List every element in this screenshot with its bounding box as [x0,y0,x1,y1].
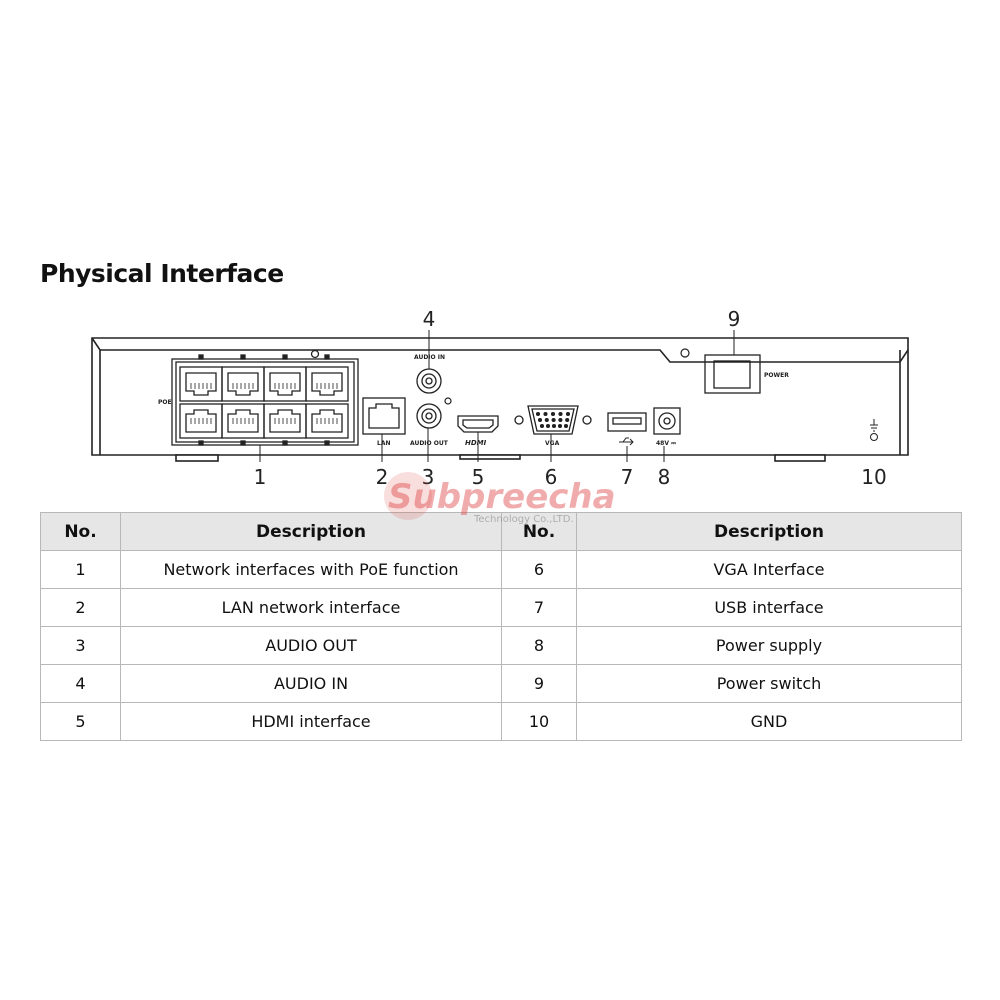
vga-port [514,405,592,435]
lan-port [362,397,406,435]
vga-pin [545,423,551,429]
table-header-row: No. Description No. Description [40,512,962,551]
vga-pin [565,411,571,417]
power-switch [704,354,761,394]
table-row: 5 HDMI interface 10 GND [40,702,962,741]
callout-5: 5 [472,465,485,489]
vga-pin [535,411,541,417]
table-row: 3 AUDIO OUT 8 Power supply [40,626,962,665]
header-description-left: Description [120,512,502,551]
vga-pin [551,423,557,429]
port-led [198,354,204,360]
callout-7: 7 [621,465,634,489]
callout-8: 8 [658,465,671,489]
row-number: 9 [501,664,577,703]
vga-pin [563,423,569,429]
row-description: LAN network interface [120,588,502,627]
poe-label: POE [158,399,172,406]
row-number: 10 [501,702,577,741]
audio-out-label: AUDIO OUT [410,440,449,447]
row-number: 2 [40,588,121,627]
header-no-left: No. [40,512,121,551]
row-description: GND [576,702,962,741]
callout-9: 9 [728,307,741,331]
usb-icon [619,437,634,446]
poe-port [305,403,349,439]
row-number: 5 [40,702,121,741]
row-description: VGA Interface [576,550,962,589]
table-row: 4 AUDIO IN 9 Power switch [40,664,962,703]
poe-port [179,403,223,439]
poe-port [221,366,265,402]
poe-port [263,366,307,402]
lan-label: LAN [377,440,391,447]
header-description-right: Description [576,512,962,551]
callout-3: 3 [422,465,435,489]
usb-port [607,412,647,432]
port-led [324,354,330,360]
vga-pin [565,417,570,423]
callout-2: 2 [376,465,389,489]
callout-4: 4 [423,307,436,331]
table-row: 2 LAN network interface 7 USB interface [40,588,962,627]
power-label: POWER [764,372,789,379]
port-led [198,440,204,446]
port-led [240,354,246,360]
port-led [282,440,288,446]
row-number: 6 [501,550,577,589]
row-description: AUDIO OUT [120,626,502,665]
row-description: Power supply [576,626,962,665]
callout-10: 10 [861,465,886,489]
vga-pin [558,417,563,423]
callout-leaders [259,330,735,462]
row-number: 3 [40,626,121,665]
poe-port [263,403,307,439]
row-number: 7 [501,588,577,627]
ground-icon [870,419,878,441]
row-description: AUDIO IN [120,664,502,703]
port-led [324,440,330,446]
page-title: Physical Interface [40,259,284,288]
port-led [282,354,288,360]
header-no-right: No. [501,512,577,551]
vga-pin [537,417,543,423]
hdmi-label: HDMI [465,439,487,447]
vga-pin [543,411,548,417]
hdmi-port [457,415,499,433]
poe-port [305,366,349,402]
vga-label: VGA [545,440,560,447]
vga-pin [558,411,563,417]
poe-port [179,366,223,402]
row-description: Power switch [576,664,962,703]
row-number: 1 [40,550,121,589]
port-led [240,440,246,446]
row-description: USB interface [576,588,962,627]
interface-table: No. Description No. Description 1 Networ… [40,512,962,741]
table-row: 1 Network interfaces with PoE function 6… [40,550,962,589]
rear-panel-diagram: POE LAN AUDIO IN AUDIO OUT HDMI VGA 48 [91,307,909,489]
row-description: Network interfaces with PoE function [120,550,502,589]
chassis [91,337,909,462]
row-number: 8 [501,626,577,665]
poe-port [221,403,265,439]
vga-pin [557,423,563,429]
vga-pin [539,423,545,429]
dc-power-jack [653,407,681,435]
audio-out-jack [416,403,442,429]
row-description: HDMI interface [120,702,502,741]
vga-pin [551,417,556,423]
callout-1: 1 [254,465,267,489]
vga-pin [550,411,556,417]
vga-pin [544,417,549,423]
row-number: 4 [40,664,121,703]
dc-label: 48V ⎓ [656,440,676,447]
callout-6: 6 [545,465,558,489]
poe-port-block [171,349,359,446]
audio-in-jack [416,368,442,394]
